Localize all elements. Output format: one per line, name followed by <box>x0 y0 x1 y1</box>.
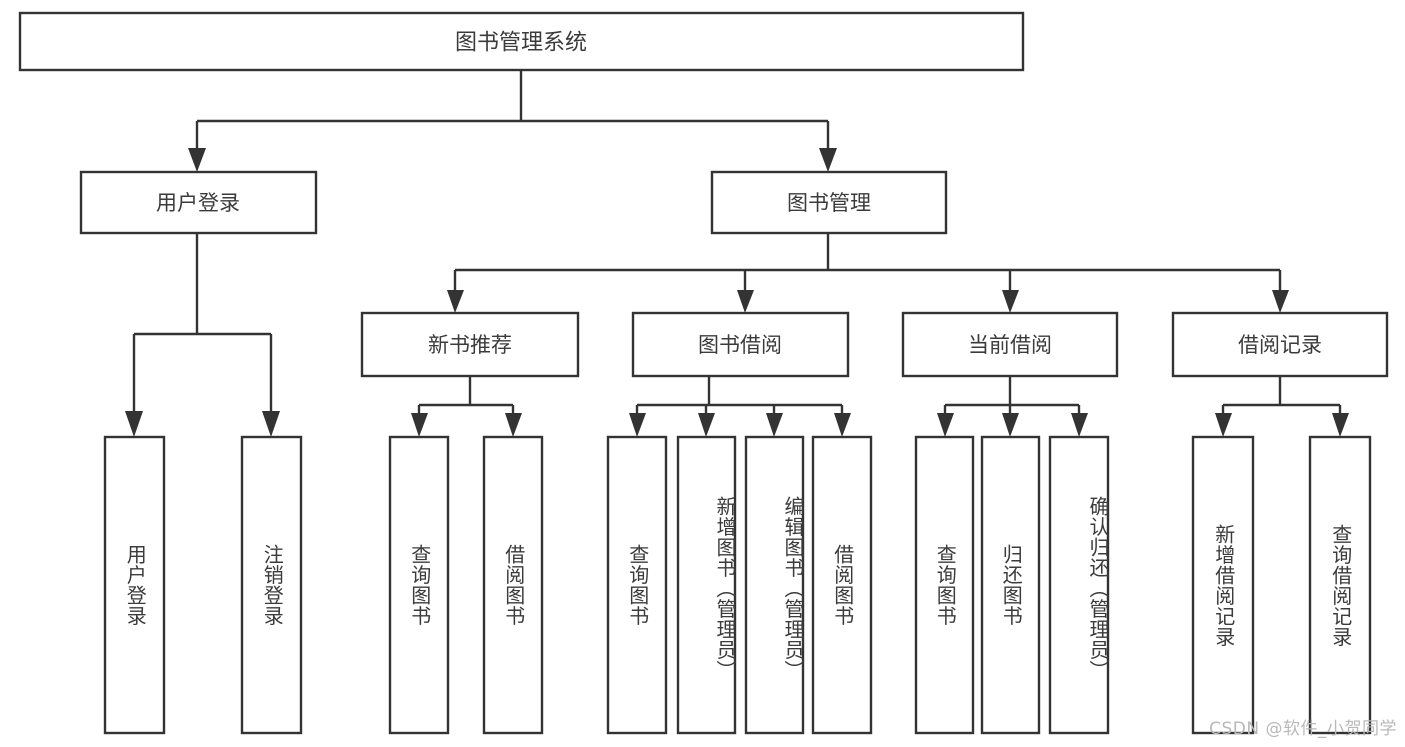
leaf-box-add-book-admin[interactable] <box>676 435 737 735</box>
node-user-login-label: 用户登录 <box>156 191 240 215</box>
arrow-head-current-borrow-leaf-2 <box>1002 413 1019 437</box>
arrow-head-current-borrow-leaf-3 <box>1071 413 1088 437</box>
leaf-box-user-login[interactable] <box>103 435 166 735</box>
arrow-head-book-borrow-leaf-1 <box>629 413 646 437</box>
arrow-head-leaf-logout <box>262 411 280 437</box>
arrow-head-book-borrow-leaf-3 <box>766 413 783 437</box>
node-root-system[interactable]: 图书管理系统 <box>18 11 1025 72</box>
leaf-box-confirm-return-admin[interactable] <box>1048 435 1110 735</box>
node-borrow-record-box[interactable] <box>1171 311 1389 378</box>
node-root-box[interactable] <box>18 11 1025 72</box>
leaf-box-query-book-recommend[interactable] <box>388 435 450 735</box>
node-book-management-label: 图书管理 <box>787 191 871 215</box>
arrow-head-new-book <box>447 290 464 313</box>
node-borrow-record-label: 借阅记录 <box>1238 333 1322 357</box>
node-current-borrow-box[interactable] <box>901 311 1119 378</box>
leaf-box-query-book-current[interactable] <box>914 435 975 735</box>
arrow-head-book-borrow-leaf-4 <box>834 413 851 437</box>
arrow-head-user-login <box>188 148 206 172</box>
node-new-book-recommend-box[interactable] <box>360 311 580 378</box>
edge-group-root-to-level1 <box>188 70 837 172</box>
arrow-head-book-mgmt <box>819 148 837 172</box>
node-book-borrow-box[interactable] <box>631 311 850 378</box>
arrow-head-current-borrow-leaf-1 <box>937 413 954 437</box>
leaf-box-query-borrow-record[interactable] <box>1308 435 1372 735</box>
arrow-head-book-borrow <box>737 290 754 313</box>
arrow-head-new-book-leaf-2 <box>505 413 522 437</box>
arrow-head-leaf-user-login <box>125 411 143 437</box>
leaf-box-edit-book-admin[interactable] <box>744 435 805 735</box>
arrow-head-book-borrow-leaf-2 <box>698 413 715 437</box>
node-book-borrow-label: 图书借阅 <box>698 333 782 357</box>
leaf-box-return-book[interactable] <box>980 435 1041 735</box>
node-current-borrow[interactable]: 当前借阅 <box>901 311 1119 378</box>
leaf-box-borrow-book-recommend[interactable] <box>482 435 544 735</box>
leaf-box-logout[interactable] <box>240 435 303 735</box>
node-root-label: 图书管理系统 <box>455 31 587 56</box>
node-book-borrow[interactable]: 图书借阅 <box>631 311 850 378</box>
edge-group-book-borrow-to-leaves <box>629 376 851 437</box>
edge-group-new-book-to-leaves <box>411 376 522 437</box>
csdn-watermark: CSDN @软件_小贺同学 <box>1209 719 1397 739</box>
node-user-login-box[interactable] <box>79 170 318 235</box>
arrow-head-new-book-leaf-1 <box>411 413 428 437</box>
arrow-head-borrow-record-leaf-1 <box>1215 413 1232 437</box>
node-new-book-recommend[interactable]: 新书推荐 <box>360 311 580 378</box>
edge-group-borrow-record-to-leaves <box>1215 376 1349 437</box>
arrow-head-borrow-record-leaf-2 <box>1332 413 1349 437</box>
node-new-book-recommend-label: 新书推荐 <box>428 333 512 357</box>
leaf-box-query-book-borrow[interactable] <box>606 435 668 735</box>
node-user-login[interactable]: 用户登录 <box>79 170 318 235</box>
arrow-head-current-borrow <box>1002 290 1019 313</box>
arrow-head-borrow-record <box>1272 290 1289 313</box>
node-book-management[interactable]: 图书管理 <box>710 170 948 235</box>
edge-group-current-borrow-to-leaves <box>937 376 1088 437</box>
leaf-box-add-borrow-record[interactable] <box>1191 435 1255 735</box>
node-book-management-box[interactable] <box>710 170 948 235</box>
leaf-box-borrow-book[interactable] <box>811 435 873 735</box>
edge-group-book-mgmt-to-level2 <box>447 233 1289 313</box>
node-borrow-record[interactable]: 借阅记录 <box>1171 311 1389 378</box>
node-current-borrow-label: 当前借阅 <box>968 333 1052 357</box>
edge-group-user-login-to-leaves <box>125 233 280 437</box>
